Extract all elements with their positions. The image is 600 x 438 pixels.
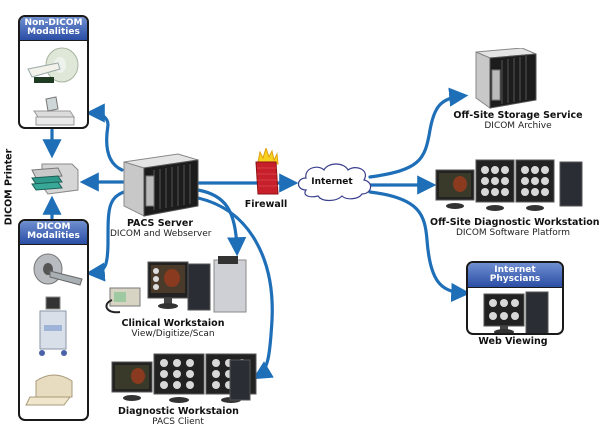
pacs-server-label: PACS Server DICOM and Webserver [110,218,212,239]
web-viewing-workstation-icon [483,291,549,333]
node-title: Diagnostic Workstaion [118,406,239,417]
offsite-storage-label: Off-Site Storage Service DICOM Archive [448,110,588,131]
edge-pacs-to-non-dicom [85,103,124,172]
web-viewing-label: Web Viewing [466,336,560,347]
panel-title: Internet Physcians [489,265,541,284]
edge-pacs-to-diagnostic [196,196,274,380]
node-subtitle: DICOM and Webserver [110,229,212,239]
offsite-diagnostic-workstation-icon[interactable] [434,156,588,216]
film-printer-icon [25,374,73,406]
node-subtitle: DICOM Archive [484,121,552,131]
panel-title-line2: Modalities [27,27,80,37]
ultrasound-cart-icon [39,296,67,356]
ct-scanner-icon [33,253,83,286]
offsite-storage-server-icon[interactable] [474,48,538,110]
non-dicom-modalities-panel[interactable]: Non-DICOM Modalities [18,15,89,129]
internet-cloud-icon[interactable]: Internet [294,160,374,202]
diagnostic-workstation-tower-icon [229,359,251,401]
dicom-printer-label: DICOM Printer [3,148,15,226]
pacs-server-icon[interactable] [120,152,200,218]
film-digitizer-icon [33,96,75,126]
node-subtitle: PACS Client [152,417,204,427]
edge-internet-to-storage [368,87,469,179]
node-title: Off-Site Storage Service [453,110,583,121]
diagnostic-workstation-label: Diagnostic Workstaion PACS Client [118,406,239,427]
panel-header: DICOM Modalities [20,221,87,245]
edge-internet-to-physicians [368,190,471,303]
panel-title-line2: Modalities [27,231,80,241]
node-title: PACS Server [126,218,194,229]
panel-title-line1: Non-DICOM [24,18,83,28]
internet-physicians-panel[interactable]: Internet Physcians [466,261,564,335]
node-subtitle: View/Digitize/Scan [131,329,215,339]
edge-pacs-to-clinical [196,188,247,257]
internet-label: Internet [311,177,353,187]
node-subtitle: DICOM Software Platform [455,228,571,238]
panel-header: Non-DICOM Modalities [20,17,87,41]
node-title: Clinical Workstaion [121,318,225,329]
dicom-printer-icon[interactable] [28,156,84,202]
panel-header: Internet Physcians [468,263,562,288]
mri-scanner-icon [27,47,79,83]
edge-pacs-to-dicom [85,190,126,282]
node-title: Off-Site Diagnostic Workstation [430,217,600,228]
clinical-workstation-label: Clinical Workstaion View/Digitize/Scan [118,318,228,339]
dicom-modalities-panel[interactable]: DICOM Modalities [18,219,89,421]
node-title: Firewall [244,199,288,210]
node-title: Web Viewing [478,336,548,347]
clinical-workstation-icon[interactable] [104,256,254,318]
firewall-icon[interactable] [252,148,282,198]
panel-title-line1: DICOM [36,222,71,232]
offsite-diagnostic-label: Off-Site Diagnostic Workstation DICOM So… [430,217,600,238]
firewall-label: Firewall [238,199,294,210]
